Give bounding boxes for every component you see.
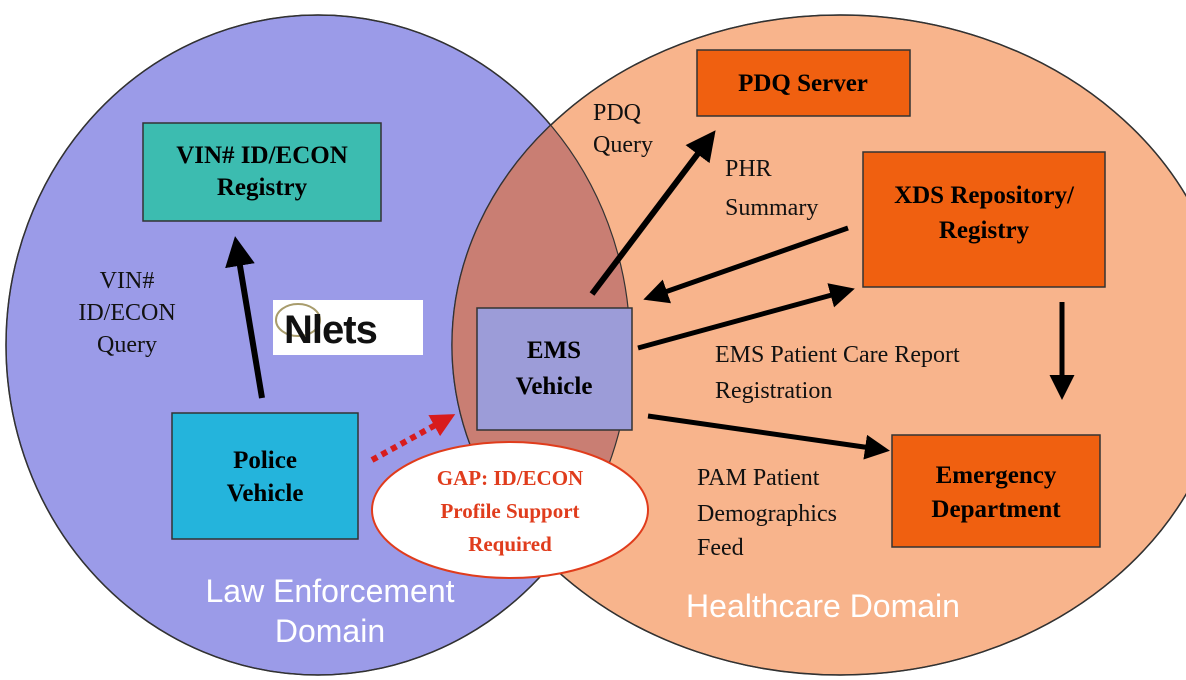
pdq-server-box bbox=[696, 49, 911, 117]
gap-label-line3: Required bbox=[468, 532, 552, 556]
arrow-ems-to-xds bbox=[637, 283, 855, 351]
nlets-logo-text: Nlets bbox=[284, 308, 377, 352]
police-vehicle-label-line2: Vehicle bbox=[227, 480, 304, 507]
xds-repository-label-line2: Registry bbox=[939, 217, 1030, 244]
arrow-police-to-registry bbox=[225, 236, 265, 399]
law-enforcement-domain-label-line2: Domain bbox=[275, 613, 385, 649]
pdq-query-label-line1: PDQ bbox=[593, 100, 641, 126]
emergency-department-label-line1: Emergency bbox=[936, 462, 1057, 489]
ems-vehicle-label-line1: EMS bbox=[527, 337, 581, 364]
xds-repository-label-line1: XDS Repository/ bbox=[894, 182, 1075, 209]
nlets-logo: Nlets bbox=[273, 300, 423, 355]
phr-summary-label-line2: Summary bbox=[725, 195, 818, 221]
arrow-xds-to-ems bbox=[643, 225, 849, 304]
police-vehicle-box bbox=[171, 412, 359, 540]
vin-query-label-line1: VIN# bbox=[100, 268, 155, 294]
police-vehicle-label-line1: Police bbox=[233, 447, 297, 474]
arrow-ems-to-emergency bbox=[647, 413, 890, 460]
gap-label-line2: Profile Support bbox=[440, 499, 579, 523]
ems-vehicle-box bbox=[476, 307, 633, 431]
law-enforcement-domain-label-line1: Law Enforcement bbox=[205, 573, 454, 609]
phr-summary-label-line1: PHR bbox=[725, 156, 772, 182]
gap-callout bbox=[371, 441, 649, 579]
vin-query-label-line2: ID/ECON bbox=[78, 300, 175, 326]
pam-feed-label-line3: Feed bbox=[697, 535, 744, 561]
ems-report-label-line1: EMS Patient Care Report bbox=[715, 342, 960, 368]
pam-feed-label-line1: PAM Patient bbox=[697, 465, 820, 491]
ems-report-label-line2: Registration bbox=[715, 378, 832, 404]
vin-query-label-line3: Query bbox=[97, 332, 157, 358]
health-circle-outline bbox=[451, 14, 1186, 676]
xds-repository-box bbox=[862, 151, 1106, 288]
arrow-ems-to-pdq bbox=[589, 130, 716, 296]
vin-registry-box bbox=[142, 122, 382, 222]
pam-feed-label-line2: Demographics bbox=[697, 501, 837, 527]
vin-registry-label-line1: VIN# ID/ECON bbox=[176, 142, 348, 169]
emergency-department-label-line2: Department bbox=[931, 496, 1061, 523]
dashed-arrow-police-to-ems bbox=[370, 414, 456, 463]
gap-label-line1: GAP: ID/ECON bbox=[437, 466, 583, 490]
healthcare-domain-label: Healthcare Domain bbox=[686, 588, 960, 624]
pdq-query-label-line2: Query bbox=[593, 132, 653, 158]
emergency-department-box bbox=[891, 434, 1101, 548]
vin-registry-label-line2: Registry bbox=[217, 174, 308, 201]
ems-vehicle-label-line2: Vehicle bbox=[516, 373, 593, 400]
pdq-server-label: PDQ Server bbox=[738, 70, 868, 97]
